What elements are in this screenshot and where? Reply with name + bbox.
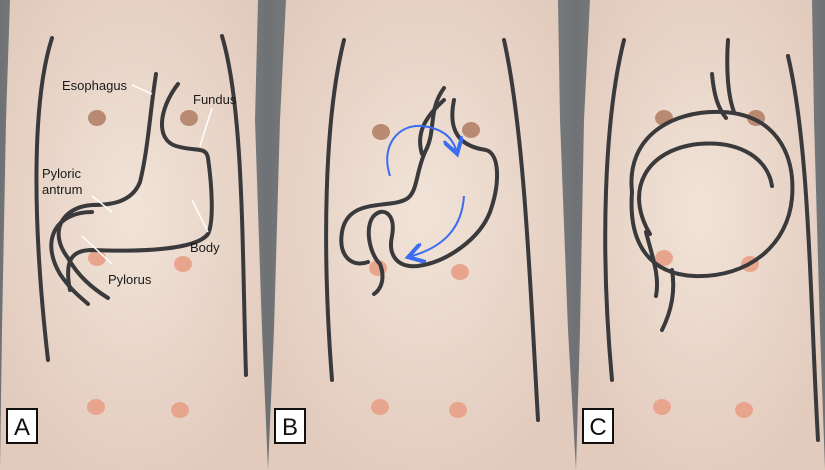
panel-b: B [268, 0, 576, 470]
nipple-right-lower [449, 402, 467, 418]
label-body: Body [190, 240, 220, 255]
label-pylorus: Pylorus [108, 272, 151, 287]
panel-c-letter: C [582, 408, 614, 444]
nipple-right-lower [735, 402, 753, 418]
nipple-left-lower [371, 399, 389, 415]
abdomen-skin [576, 0, 825, 470]
abdomen-skin [268, 0, 576, 470]
nipple-right-lower [171, 402, 189, 418]
label-fundus: Fundus [193, 92, 236, 107]
panel-c-drawing [576, 0, 825, 470]
nipple-right-upper [180, 110, 198, 126]
label-esophagus: Esophagus [62, 78, 127, 93]
panel-b-drawing [268, 0, 576, 470]
nipple-left-upper [372, 124, 390, 140]
nipple-left-lower [653, 399, 671, 415]
panel-a-drawing [0, 0, 268, 470]
nipple-right-middle [451, 264, 469, 280]
nipple-right-upper [462, 122, 480, 138]
panel-b-letter: B [274, 408, 306, 444]
nipple-left-lower [87, 399, 105, 415]
panel-c: C [576, 0, 825, 470]
panel-a: Esophagus Fundus Pyloric antrum Body Pyl… [0, 0, 268, 470]
nipple-right-middle [174, 256, 192, 272]
nipple-left-middle [88, 250, 106, 266]
label-pyloric-line2: antrum [42, 182, 82, 197]
label-pyloric-line1: Pyloric [42, 166, 81, 181]
panel-a-letter: A [6, 408, 38, 444]
nipple-left-upper [88, 110, 106, 126]
